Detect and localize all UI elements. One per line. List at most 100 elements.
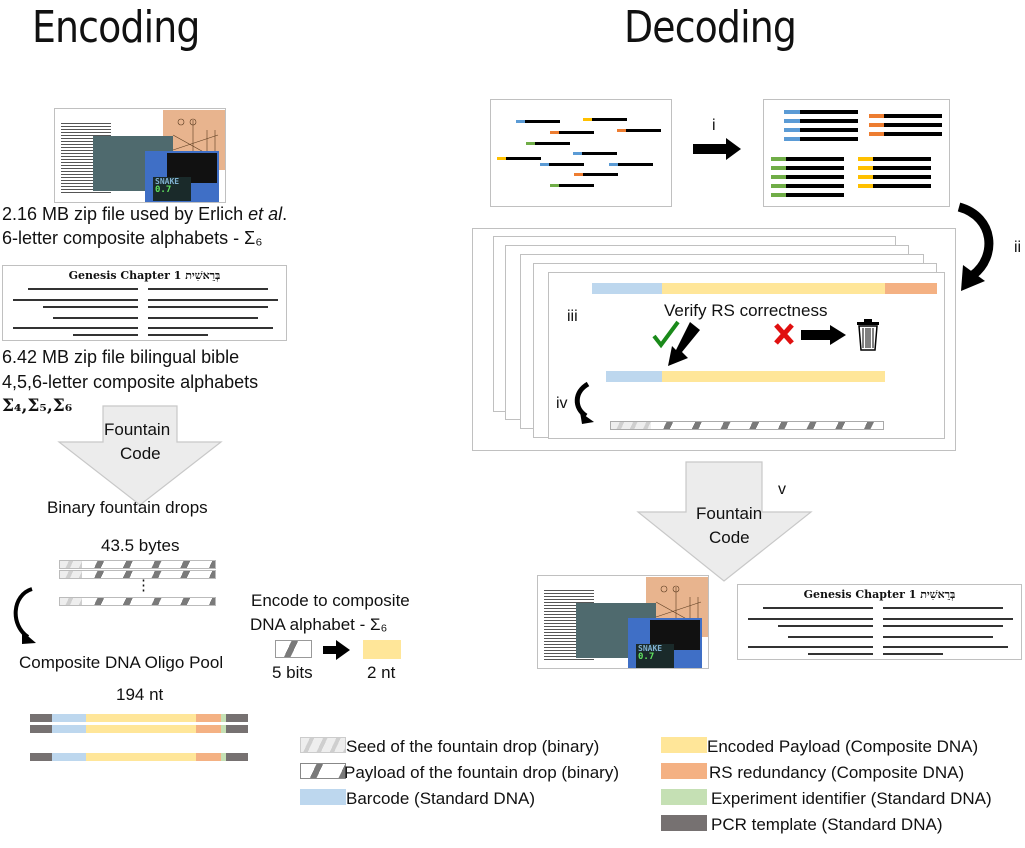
unsorted-reads-box <box>490 99 672 207</box>
bits-label: 5 bits <box>272 663 313 682</box>
verified-read <box>606 371 885 382</box>
down-left-arrow-icon <box>668 322 700 366</box>
file2-alphabets: 4,5,6-letter composite alphabets <box>2 372 259 392</box>
oligo <box>30 725 248 733</box>
binary-drops-label: Binary fountain drops <box>47 498 208 517</box>
sequencing-read <box>858 166 931 170</box>
sequencing-read <box>869 132 942 136</box>
oligo-pcr <box>226 725 248 733</box>
step-i-label: i <box>712 117 716 134</box>
drop-payload <box>82 598 215 605</box>
fountain-decode-label-1: Fountain <box>696 504 763 523</box>
decoded-bible-thumbnail: Genesis Chapter 1 בְּרֵאשִׁית <box>737 584 1022 660</box>
cluster-card-front <box>548 272 945 439</box>
drop-payload <box>82 561 215 568</box>
oligo-payload <box>86 725 196 733</box>
legend-label: Seed of the fountain drop (binary) <box>346 737 600 756</box>
drop-payload <box>651 422 883 429</box>
fountain-arrow-shape <box>636 461 813 582</box>
oligo-barcode <box>52 725 86 733</box>
sequencing-read <box>583 118 627 121</box>
file1-alphabet: 6-letter composite alphabets - Σ₆ <box>2 228 263 248</box>
legend-swatch-encoded-payload <box>661 737 707 753</box>
snake-version: 0.7 <box>638 652 655 662</box>
oligo-pcr <box>30 753 52 761</box>
sequencing-read <box>784 110 858 114</box>
encode-label-2: DNA alphabet - Σ₆ <box>250 615 388 634</box>
sequencing-read <box>784 119 858 123</box>
decoding-header: Decoding <box>624 2 797 53</box>
sequencing-read <box>771 157 844 161</box>
oligo-barcode <box>52 753 86 761</box>
legend-swatch-seed <box>300 737 346 753</box>
oligo-rs <box>196 753 221 761</box>
read-barcode <box>592 283 662 294</box>
check-icon <box>652 320 680 349</box>
curved-arrow-icon <box>13 587 36 644</box>
file2-sigmas: Σ₄,Σ₅,Σ₆ <box>2 396 73 416</box>
oligo <box>30 714 248 722</box>
fountain-arrow-label-1: Fountain <box>104 420 171 439</box>
legend-swatch-experiment <box>661 789 707 805</box>
sequencing-read <box>609 163 653 166</box>
bible-title: Genesis Chapter 1 בְּרֵאשִׁית <box>803 588 956 601</box>
plaque-drawing <box>172 118 219 165</box>
oligo-pool-label: Composite DNA Oligo Pool <box>19 653 224 672</box>
oligo-pcr <box>30 714 52 722</box>
file1-et-al: et al <box>248 204 283 224</box>
snake-version: 0.7 <box>155 185 172 195</box>
sequencing-read <box>784 128 858 132</box>
sequencing-read <box>858 157 931 161</box>
step-iv-label: iv <box>556 395 568 412</box>
oligo-rs <box>196 725 221 733</box>
oligo <box>30 753 248 761</box>
bits-swatch <box>275 640 312 658</box>
oligo-payload <box>86 714 196 722</box>
fountain-code-arrow <box>57 405 223 506</box>
legend-label: RS redundancy (Composite DNA) <box>709 763 965 782</box>
oligo-pcr <box>30 725 52 733</box>
legend-label: Experiment identifier (Standard DNA) <box>711 789 992 808</box>
snake-title: SNAKE <box>638 644 663 653</box>
legend-swatch-payload <box>300 763 346 779</box>
oligo-experiment-id <box>221 753 226 761</box>
step-ii-label: ii <box>1014 239 1022 256</box>
fountain-decode-arrow <box>636 461 813 582</box>
legend-swatch-rs <box>661 763 707 779</box>
drop-seed <box>60 561 82 568</box>
fountain-arrow-label-2: Code <box>120 444 161 463</box>
step-v-label: v <box>778 481 786 498</box>
cross-icon <box>774 323 794 345</box>
legend-label: Barcode (Standard DNA) <box>346 789 535 808</box>
sequencing-read <box>858 175 931 179</box>
sequencing-read <box>869 114 942 118</box>
file1-description: 2.16 MB zip file used by Erlich et al. <box>2 203 287 225</box>
drop-seed <box>611 422 651 429</box>
sequencing-read <box>784 137 858 141</box>
nt-label: 2 nt <box>367 663 396 682</box>
sequencing-read <box>869 123 942 127</box>
sequencing-read <box>771 175 844 179</box>
step-iii-label: iii <box>567 308 578 325</box>
trash-icon <box>857 319 879 351</box>
legend-label: PCR template (Standard DNA) <box>711 815 943 834</box>
fountain-drop <box>59 597 216 606</box>
bible-file-thumbnail: Genesis Chapter 1 בְּרֵאשִׁית <box>2 265 287 341</box>
sequencing-read <box>617 129 661 132</box>
step-i-arrow-icon <box>693 138 741 160</box>
unsorted-reads <box>497 118 661 187</box>
oligo-length-label: 194 nt <box>116 685 164 704</box>
oligo-experiment-id <box>221 714 226 722</box>
legend-swatch-pcr <box>661 815 707 831</box>
sequencing-read <box>497 157 541 160</box>
sequencing-read <box>550 184 594 187</box>
fountain-drop <box>59 560 216 569</box>
oligo-pcr <box>226 753 248 761</box>
sequencing-read <box>771 184 844 188</box>
sequencing-read <box>858 184 931 188</box>
sequencing-read <box>540 163 584 166</box>
legend-swatch-barcode <box>300 789 346 805</box>
read-payload <box>662 371 885 382</box>
file1-text: 2.16 MB zip file used by Erlich <box>2 204 249 224</box>
drop-seed <box>60 598 82 605</box>
